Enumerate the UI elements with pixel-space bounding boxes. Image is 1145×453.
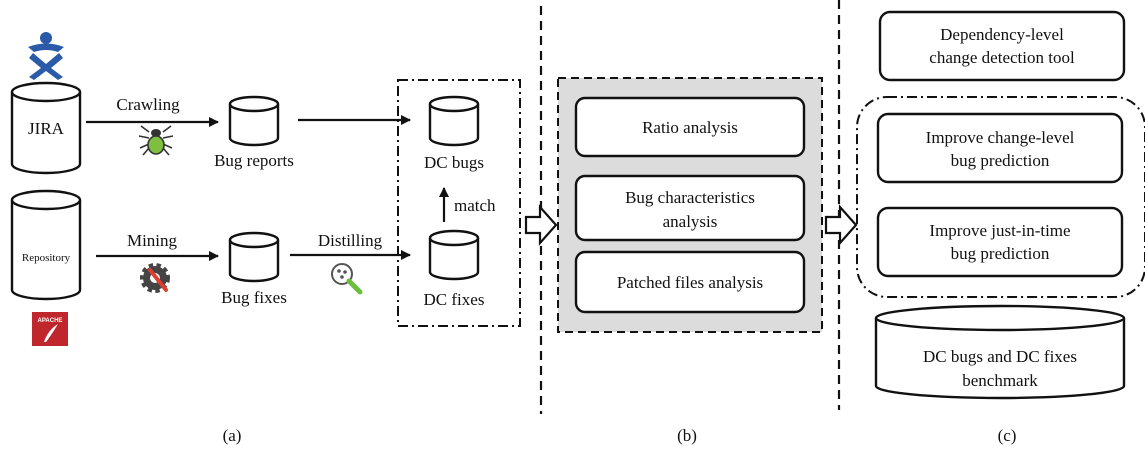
bug-characteristics-box [574,174,806,242]
repository-label: Repository [22,252,71,264]
dc-group-frame [397,79,521,327]
gear-wrench-icon [140,263,170,293]
patched-files-box [574,250,806,314]
block-arrow-b-to-c [824,204,858,246]
distilling-label: Distilling [318,231,383,250]
svg-text:APACHE: APACHE [38,318,63,324]
apache-logo-icon: APACHE [32,312,68,346]
bug-fixes-label: Bug fixes [221,288,287,307]
change-level-label-line1: Improve change-level [926,128,1075,147]
tool-label-line2: change detection tool [929,48,1075,67]
bug-characteristics-label-line2: analysis [663,212,718,231]
benchmark-database [874,304,1126,400]
dc-bugs-database [428,95,480,147]
caption-a: (a) [223,426,242,445]
change-level-label-line2: bug prediction [951,151,1050,170]
repository-database: Repository [10,189,82,301]
jit-prediction-box [876,206,1124,278]
dc-fixes-label: DC fixes [424,290,485,309]
jit-label-line2: bug prediction [951,244,1050,263]
magnifier-icon [331,263,363,295]
prediction-group-frame [856,96,1145,298]
dc-fixes-database [428,229,480,281]
ratio-analysis-label: Ratio analysis [642,118,738,137]
benchmark-label-line1: DC bugs and DC fixes [923,347,1077,366]
crawling-label: Crawling [116,95,180,114]
match-label: match [454,196,496,215]
jira-label: JIRA [28,119,65,138]
dc-detection-tool-box [878,10,1126,82]
dc-bugs-label: DC bugs [424,153,484,172]
benchmark-label-line2: benchmark [962,371,1038,390]
mining-label: Mining [127,231,178,250]
jira-database: JIRA [10,81,82,175]
block-arrow-a-to-b [524,204,558,246]
change-level-prediction-box [876,112,1124,184]
caption-c: (c) [998,426,1017,445]
jit-label-line1: Improve just-in-time [929,221,1070,240]
bug-reports-label: Bug reports [214,151,294,170]
jira-logo-icon [28,32,64,80]
ratio-analysis-box [574,96,806,158]
patched-files-label: Patched files analysis [617,273,763,292]
bug-fixes-database [228,231,280,283]
spider-crawler-icon [138,125,174,156]
caption-b: (b) [677,426,697,445]
bug-characteristics-label-line1: Bug characteristics [625,188,755,207]
tool-label-line1: Dependency-level [940,25,1064,44]
bug-reports-database [228,95,280,147]
